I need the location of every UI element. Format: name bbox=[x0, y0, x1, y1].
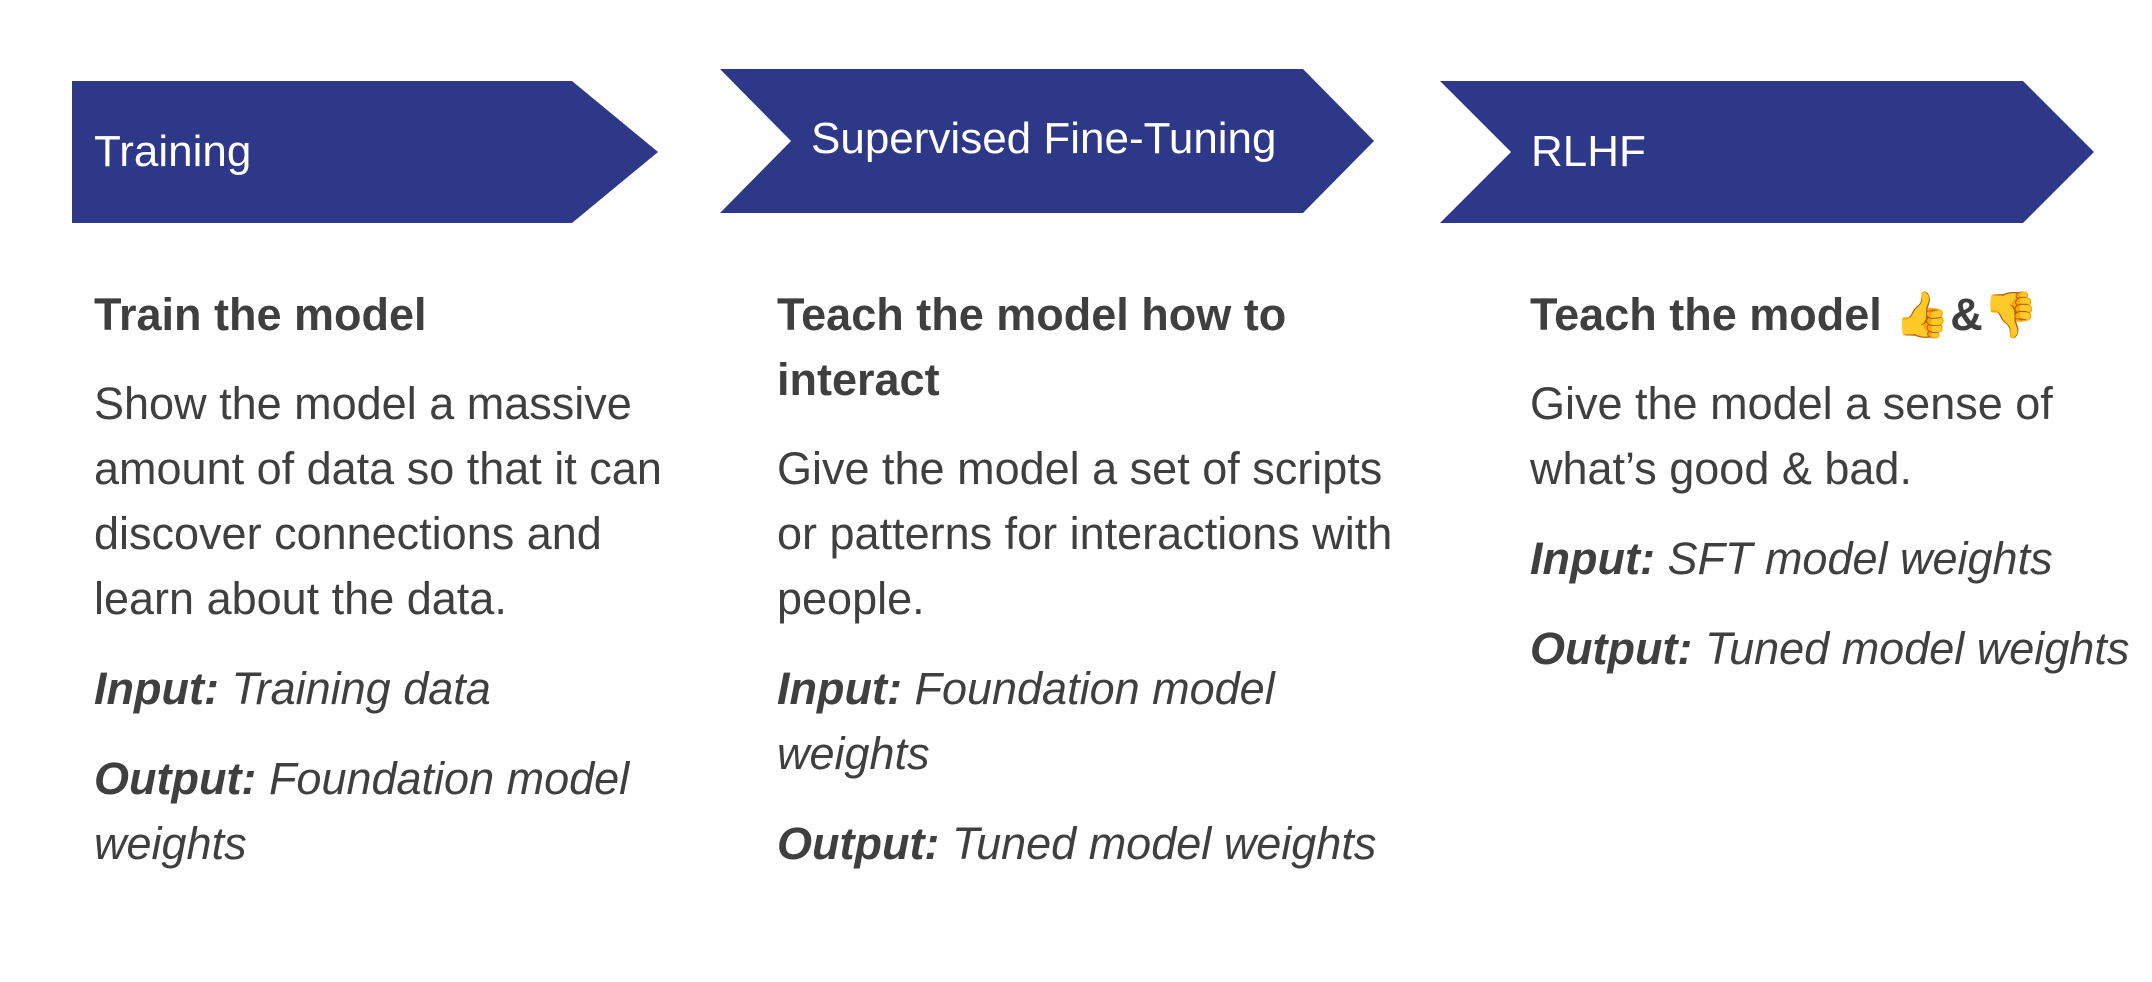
stage-description: Show the model a massive amount of data … bbox=[94, 378, 662, 624]
stage-heading: Teach the model how to interact bbox=[777, 289, 1287, 405]
stage-label-training: Training bbox=[94, 127, 252, 176]
stage-heading-text: Teach the model bbox=[1530, 289, 1882, 340]
output-value: Tuned model weights bbox=[1704, 623, 2130, 674]
output-label: Output: bbox=[1530, 623, 1693, 674]
stage-input: Input: Training data bbox=[94, 656, 694, 721]
input-label: Input: bbox=[777, 663, 902, 714]
input-value: SFT model weights bbox=[1667, 533, 2053, 584]
stage-output: Output: Tuned model weights bbox=[777, 811, 1417, 876]
stage-column-sft: Teach the model how to interact Give the… bbox=[777, 282, 1417, 876]
stage-heading: Train the model bbox=[94, 289, 427, 340]
stage-arrow-sft: Supervised Fine-Tuning bbox=[720, 69, 1374, 213]
input-label: Input: bbox=[1530, 533, 1655, 584]
stage-arrow-rlhf: RLHF bbox=[1440, 81, 2094, 223]
stage-label-sft: Supervised Fine-Tuning bbox=[811, 114, 1277, 163]
stage-arrow-training: Training bbox=[72, 81, 658, 223]
input-label: Input: bbox=[94, 663, 219, 714]
stage-column-rlhf: Teach the model 👍&👎 Give the model a sen… bbox=[1530, 282, 2130, 681]
stage-input: Input: SFT model weights bbox=[1530, 526, 2130, 591]
stage-output: Output: Foundation model weights bbox=[94, 746, 694, 876]
output-value: Foundation model weights bbox=[94, 753, 630, 869]
output-label: Output: bbox=[777, 818, 940, 869]
stage-output: Output: Tuned model weights bbox=[1530, 616, 2130, 681]
stage-column-training: Train the model Show the model a massive… bbox=[94, 282, 694, 876]
heading-ampersand: & bbox=[1950, 289, 1983, 340]
stage-heading: Teach the model 👍&👎 bbox=[1530, 282, 2130, 347]
thumbs-up-icon: 👍 bbox=[1894, 288, 1951, 341]
output-value: Tuned model weights bbox=[951, 818, 1377, 869]
stage-label-rlhf: RLHF bbox=[1531, 127, 1646, 176]
output-label: Output: bbox=[94, 753, 257, 804]
stage-input: Input: Foundation model weights bbox=[777, 656, 1417, 786]
stage-description: Give the model a sense of what’s good & … bbox=[1530, 378, 2053, 494]
thumbs-down-icon: 👎 bbox=[1982, 288, 2039, 341]
input-value: Training data bbox=[231, 663, 491, 714]
stage-description: Give the model a set of scripts or patte… bbox=[777, 443, 1393, 624]
input-value: Foundation model weights bbox=[777, 663, 1275, 779]
